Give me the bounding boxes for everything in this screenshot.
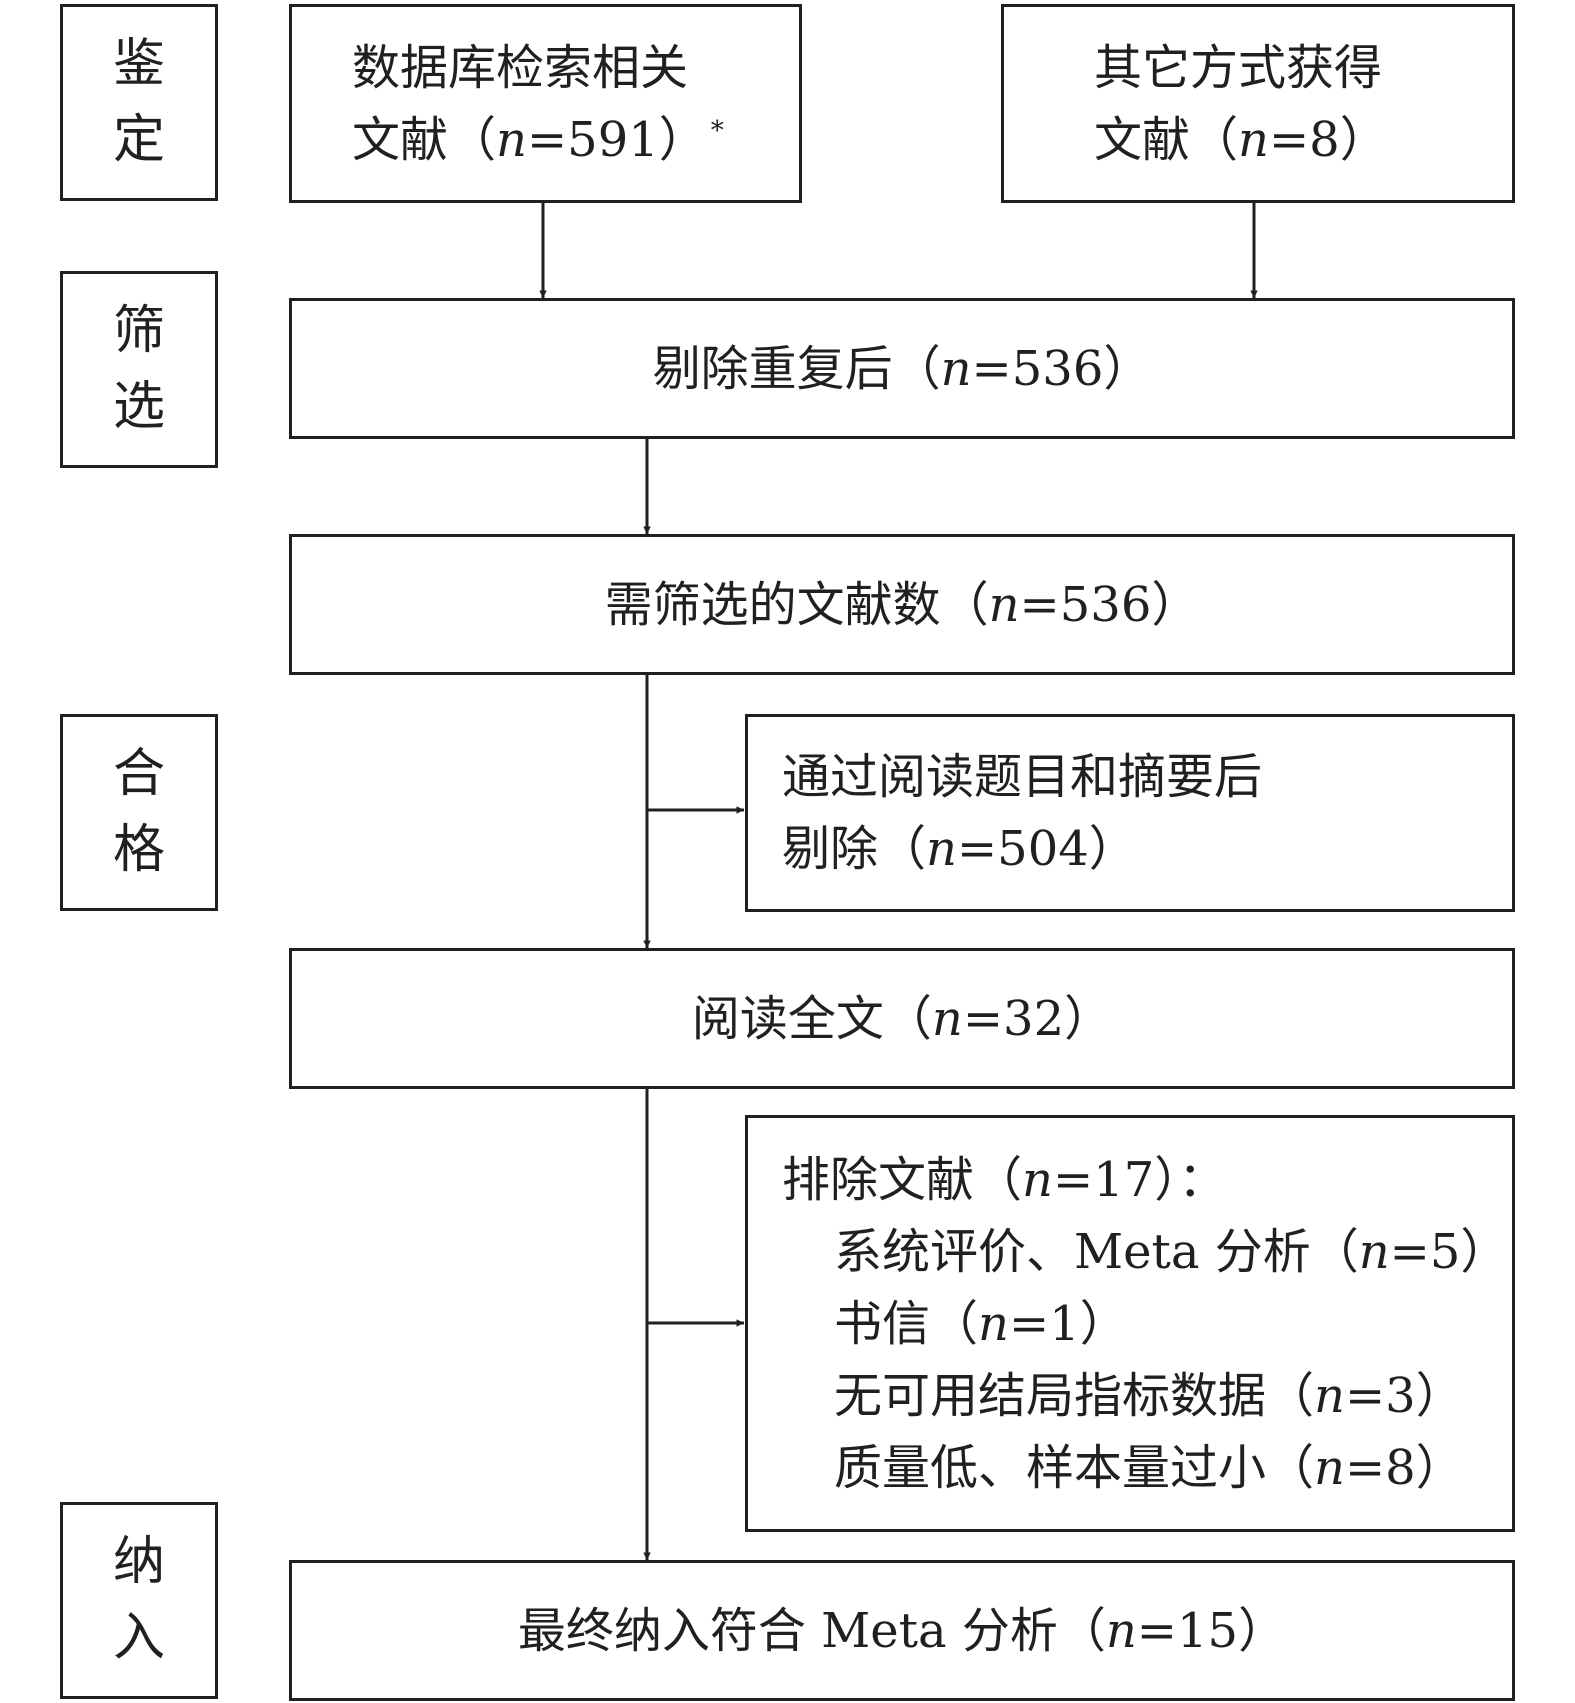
exclusion-reason-3-count: =3）: [1344, 1367, 1464, 1424]
database-records-n-symbol: n: [496, 111, 527, 168]
stage-included-char-2: 入: [112, 1607, 165, 1668]
exclusion-reason-2-n-symbol: n: [978, 1295, 1009, 1352]
node-excluded-full-text: 排除文献（n=17）： 系统评价、Meta 分析（n=5） 书信（n=1） 无可…: [745, 1115, 1515, 1532]
exclusion-reason-4-n-symbol: n: [1314, 1439, 1345, 1496]
full-text-text: 阅读全文（n=32）: [692, 983, 1112, 1055]
exclusion-reason-1: 系统评价、Meta 分析（n=5）: [782, 1216, 1512, 1288]
stage-screening-char-1: 筛: [112, 301, 165, 362]
records-screened-text: 需筛选的文献数（n=536）: [605, 569, 1200, 641]
records-screened-prefix: 需筛选的文献数（: [604, 576, 989, 633]
excluded-title-abstract-prefix: 剔除（: [782, 821, 927, 877]
exclusion-reason-1-n-symbol: n: [1358, 1223, 1390, 1280]
excluded-full-text-prefix: 排除文献（: [782, 1151, 1023, 1208]
exclusion-reason-4-count: =8）: [1344, 1439, 1464, 1496]
excluded-title-abstract-count: =504）: [956, 821, 1137, 877]
included-studies-n-symbol: n: [1105, 1602, 1137, 1659]
exclusion-reason-4: 质量低、样本量过小（n=8）: [782, 1432, 1512, 1504]
stage-identification-char-2: 定: [112, 109, 165, 170]
after-duplicates-text: 剔除重复后（n=536）: [653, 333, 1152, 405]
stage-included-char-1: 纳: [112, 1532, 165, 1593]
stage-identification-char-1: 鉴: [112, 34, 165, 95]
exclusion-reason-4-label: 质量低、样本量过小（: [834, 1439, 1315, 1496]
full-text-prefix: 阅读全文（: [691, 990, 932, 1047]
exclusion-reason-1-count: =5）: [1389, 1223, 1509, 1280]
stage-included: 纳 入: [60, 1502, 218, 1699]
node-other-sources: 其它方式获得 文献（n=8）: [1001, 4, 1515, 203]
excluded-title-abstract-line-1: 通过阅读题目和摘要后: [782, 749, 1263, 805]
stage-identification: 鉴 定: [60, 4, 218, 201]
stage-eligibility-char-1: 合: [112, 744, 165, 805]
included-studies-text: 最终纳入符合 Meta 分析（n=15）: [518, 1595, 1286, 1667]
full-text-count: =32）: [962, 990, 1113, 1047]
node-included-studies: 最终纳入符合 Meta 分析（n=15）: [289, 1560, 1515, 1701]
exclusion-reason-3-label: 无可用结局指标数据（: [834, 1367, 1315, 1424]
excluded-full-text-n-symbol: n: [1022, 1151, 1053, 1208]
node-records-screened: 需筛选的文献数（n=536）: [289, 534, 1515, 675]
excluded-full-text-count: =17）：: [1052, 1151, 1227, 1208]
database-records-count: =591）: [526, 111, 707, 168]
exclusion-reason-2-count: =1）: [1008, 1295, 1128, 1352]
node-database-records: 数据库检索相关 文献（n=591）*: [289, 4, 802, 203]
database-records-line-2: 文献（n=591）*: [352, 104, 799, 176]
database-records-footnote-mark: *: [710, 115, 724, 146]
other-sources-n-symbol: n: [1238, 111, 1269, 168]
node-after-duplicates: 剔除重复后（n=536）: [289, 298, 1515, 439]
after-duplicates-count: =536）: [971, 340, 1152, 397]
records-screened-n-symbol: n: [988, 576, 1020, 633]
exclusion-reason-3: 无可用结局指标数据（n=3）: [782, 1360, 1512, 1432]
exclusion-reason-2-label: 书信（: [834, 1295, 979, 1352]
exclusion-reason-3-n-symbol: n: [1314, 1367, 1345, 1424]
included-studies-prefix: 最终纳入符合 Meta 分析（: [517, 1602, 1106, 1659]
stage-screening: 筛 选: [60, 271, 218, 468]
other-sources-prefix: 文献（: [1094, 111, 1239, 168]
exclusion-reason-1-label: 系统评价、Meta 分析（: [834, 1223, 1359, 1280]
node-excluded-title-abstract: 通过阅读题目和摘要后 剔除（n=504）: [745, 714, 1515, 912]
excluded-title-abstract-line-2: 剔除（n=504）: [782, 813, 1512, 885]
other-sources-line-1: 其它方式获得: [1094, 39, 1383, 96]
stage-eligibility-char-2: 格: [112, 819, 165, 880]
other-sources-line-2: 文献（n=8）: [1094, 104, 1512, 176]
after-duplicates-prefix: 剔除重复后（: [652, 340, 941, 397]
database-records-line-1: 数据库检索相关: [352, 39, 689, 96]
excluded-full-text-header: 排除文献（n=17）：: [782, 1144, 1512, 1216]
node-full-text: 阅读全文（n=32）: [289, 948, 1515, 1089]
records-screened-count: =536）: [1019, 576, 1200, 633]
other-sources-count: =8）: [1268, 111, 1388, 168]
after-duplicates-n-symbol: n: [940, 340, 972, 397]
stage-eligibility: 合 格: [60, 714, 218, 911]
exclusion-reason-2: 书信（n=1）: [782, 1288, 1512, 1360]
excluded-title-abstract-n-symbol: n: [926, 821, 957, 877]
stage-screening-char-2: 选: [112, 376, 165, 437]
database-records-prefix: 文献（: [352, 111, 497, 168]
included-studies-count: =15）: [1136, 1602, 1287, 1659]
full-text-n-symbol: n: [931, 990, 963, 1047]
